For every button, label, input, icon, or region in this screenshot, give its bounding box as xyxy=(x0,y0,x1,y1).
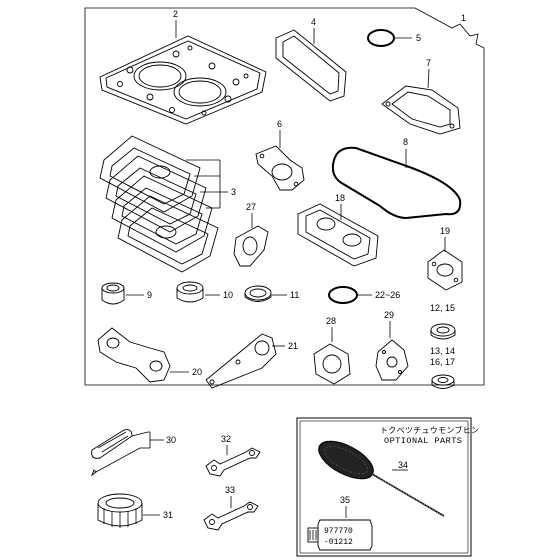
gasket-28 xyxy=(313,343,351,385)
screwdriver-30 xyxy=(90,429,149,477)
brush-34 xyxy=(318,440,445,517)
callout-30: 30 xyxy=(166,435,176,445)
callout-16-17: 16, 17 xyxy=(430,357,455,367)
callout-19: 19 xyxy=(440,226,450,236)
washer-12 xyxy=(430,323,456,340)
wrench-33 xyxy=(203,501,259,531)
tube-label-line-2: -01212 xyxy=(324,538,353,547)
gasket-stack-3 xyxy=(99,135,219,273)
callout-31: 31 xyxy=(163,510,173,520)
callout-32: 32 xyxy=(221,434,231,444)
callout-11: 11 xyxy=(290,290,299,300)
callout-1: 1 xyxy=(461,13,466,23)
gasket-20 xyxy=(97,327,171,383)
callout-27: 27 xyxy=(246,202,256,212)
optional-parts-title-jp: トクベツチュウモンブヒン xyxy=(380,425,479,435)
callout-10: 10 xyxy=(223,290,233,300)
gasket-19 xyxy=(427,249,463,291)
callout-34: 34 xyxy=(398,460,408,470)
callout-18: 18 xyxy=(335,193,345,203)
callout-29: 29 xyxy=(384,310,394,320)
callout-22-26: 22~26 xyxy=(375,290,400,300)
optional-parts-title-en: OPTIONAL PARTS xyxy=(384,436,462,446)
callout-33: 33 xyxy=(225,485,235,495)
callout-4: 4 xyxy=(311,17,316,27)
callout-3: 3 xyxy=(231,187,236,197)
leaders-30 xyxy=(140,431,164,449)
callout-2: 2 xyxy=(173,9,178,19)
filter-cap-31 xyxy=(97,493,143,528)
gasket-27 xyxy=(233,225,269,267)
callout-6: 6 xyxy=(277,119,282,129)
kit-boundary xyxy=(84,7,485,386)
tube-label-line-1: 977770 xyxy=(324,527,353,536)
callout-21: 21 xyxy=(288,341,298,351)
leader-7 xyxy=(427,68,430,89)
wrench-32 xyxy=(205,447,261,477)
washer-13 xyxy=(431,374,455,389)
callout-12-15: 12, 15 xyxy=(430,303,455,313)
o-ring-5 xyxy=(367,29,395,47)
callout-28: 28 xyxy=(326,316,336,326)
callout-9: 9 xyxy=(147,290,152,300)
callout-13-14: 13, 14 xyxy=(430,346,455,356)
cover-gasket xyxy=(275,29,347,102)
callout-8: 8 xyxy=(403,137,408,147)
callout-7: 7 xyxy=(426,58,431,68)
plate-gasket-21 xyxy=(205,333,277,389)
o-ring-22-26 xyxy=(328,286,358,304)
optional-parts-inner-border xyxy=(299,420,469,554)
sealant-tube-35 xyxy=(307,519,373,551)
head-gasket xyxy=(99,35,267,125)
callout-35: 35 xyxy=(340,495,350,505)
rubber-gasket-8 xyxy=(331,146,462,220)
callout-5: 5 xyxy=(416,33,421,43)
leaders-3 xyxy=(186,159,228,209)
optional-parts-box xyxy=(296,417,472,557)
callout-20: 20 xyxy=(192,367,202,377)
seal-10 xyxy=(176,281,204,303)
manifold-gasket-18 xyxy=(297,203,379,267)
gasket-29 xyxy=(375,339,409,381)
gasket-6 xyxy=(255,145,305,191)
gasket-7 xyxy=(381,85,461,135)
seal-9 xyxy=(101,282,125,305)
washer-11 xyxy=(244,285,272,302)
